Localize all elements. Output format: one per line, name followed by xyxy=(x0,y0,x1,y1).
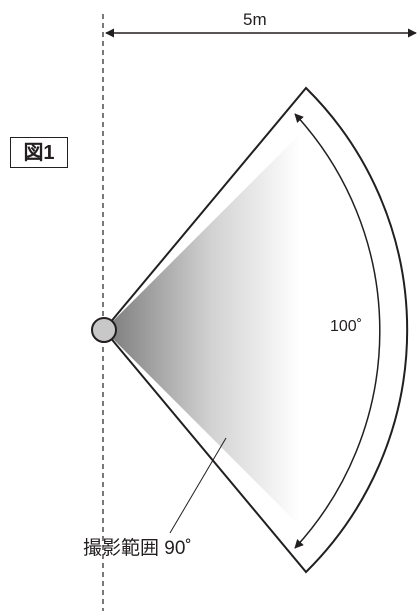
detection-area-outline xyxy=(102,86,409,574)
detection-angle-arc xyxy=(294,113,381,549)
camera-range-area xyxy=(104,134,381,526)
distance-label: 5m xyxy=(243,10,267,29)
range-leader-line xyxy=(169,437,227,534)
figure-label: 図1 xyxy=(10,137,68,168)
camera-range-label: 撮影範囲 90˚ xyxy=(83,538,192,559)
sensor-icon xyxy=(91,317,117,343)
detection-angle-label: 100˚ xyxy=(330,318,363,335)
